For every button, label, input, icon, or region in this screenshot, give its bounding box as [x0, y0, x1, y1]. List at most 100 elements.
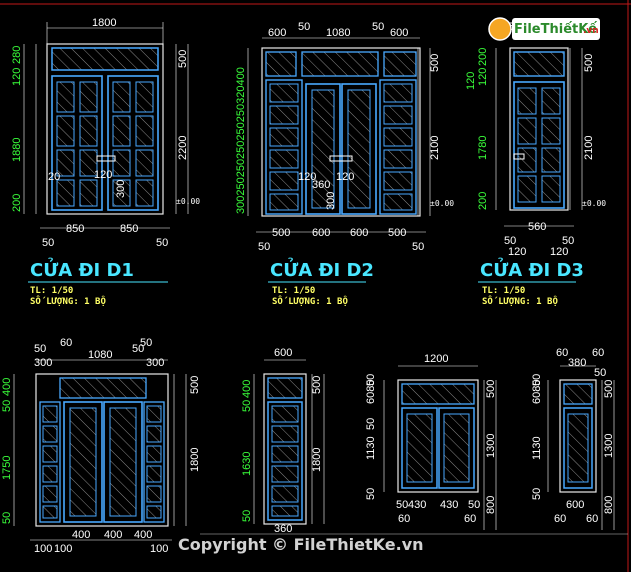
lower4-transom [563, 383, 593, 405]
door-d1-elevation: 1800 200 120 280 1880 500 2200 50 850 85… [11, 17, 200, 307]
site-logo: FileThiếtKế .vn [488, 17, 600, 41]
d1-leaf-left [51, 75, 103, 211]
d2-dim-top-4: 50 [372, 21, 384, 33]
d1-frame [46, 43, 164, 215]
lower4-frame [559, 379, 597, 493]
d1-handle [96, 155, 116, 162]
lower1-dim-bottom-1: 100 [34, 543, 52, 555]
d3-scale: TL: 1/50 [482, 286, 525, 296]
d2-level-mark: ±0.00 [430, 199, 454, 208]
d3-dim-left-3: 200 [477, 48, 489, 66]
lower3-dim-bottom-1: 50 [396, 499, 408, 511]
d2-dim-inner-1: 120 [298, 171, 316, 183]
logo-suffix: .vn [583, 26, 599, 36]
d1-glass-left [56, 81, 98, 207]
d1-dim-inner-2: 120 [94, 169, 112, 181]
lower1-dim-bottom-4: 400 [104, 529, 122, 541]
lower1-leaf-glass [69, 407, 137, 517]
lower4-glass [567, 413, 589, 483]
d1-dim-bottom-4: 50 [156, 237, 168, 249]
lower4-dim-bottom-3: 60 [586, 513, 598, 525]
watermark-text: Copyright © FileThietKe.vn [178, 535, 424, 554]
lower2-glass [271, 405, 299, 517]
d1-dim-bottom-3: 850 [120, 223, 138, 235]
d2-dim-bottom-3: 600 [312, 227, 330, 239]
lower4-sash [563, 407, 593, 489]
d1-title: CỬA ĐI D1 [30, 257, 134, 281]
lower1-dim-left-1: 400 [1, 378, 13, 396]
lower1-dim-bottom-6: 100 [150, 543, 168, 555]
logo-icon [488, 17, 512, 41]
d3-dim-bottom-3: 50 [562, 235, 574, 247]
lower1-dim-top-3: 1080 [88, 349, 112, 361]
d2-transom-right [383, 51, 417, 77]
lower3-dim-left-3: 50 [365, 418, 377, 430]
d2-frame [261, 47, 421, 217]
lower1-transom [59, 377, 147, 399]
lower1-dim-left-3: 1750 [1, 456, 13, 480]
lower-window-3-elevation: 1200 50 6080 50 1130 50 500 1300 800 50 … [365, 353, 497, 530]
d3-leaf [513, 81, 565, 209]
d1-leaf-right [107, 75, 159, 211]
lower3-dim-right-3: 800 [485, 496, 497, 514]
lower-window-4-elevation: 60 60 380 50 50 6080 1130 50 500 1300 80… [531, 347, 615, 530]
d2-transom-center [301, 51, 379, 77]
d2-handle [329, 155, 353, 162]
d2-dim-right-1: 500 [429, 54, 441, 72]
d2-dim-bottom-2: 500 [272, 227, 290, 239]
d1-dim-bottom-2: 850 [66, 223, 84, 235]
d2-dim-top-2: 50 [298, 21, 310, 33]
d3-dim-right-1: 500 [583, 54, 595, 72]
lower3-dim-left-1: 50 [365, 374, 377, 386]
lower3-dim-bottom-3: 430 [440, 499, 458, 511]
lower3-dim-left-2: 6080 [365, 380, 377, 404]
lower1-dim-bottom-5: 400 [134, 529, 152, 541]
d2-leaf-right [341, 83, 377, 215]
d1-dim-bottom-1: 50 [42, 237, 54, 249]
lower4-dim-right-2: 1300 [603, 434, 615, 458]
lower1-dim-left-4: 50 [1, 512, 13, 524]
d2-dim-left: 300250250250250250320400 [235, 67, 247, 214]
lower1-dim-top-1: 50 [34, 343, 46, 355]
lower1-dim-top-4: 50 [132, 343, 144, 355]
d1-quantity: SỐ LƯỢNG: 1 BỘ [30, 295, 106, 307]
lower1-dim-top-7: 300 [146, 357, 164, 369]
d2-side-left [265, 79, 303, 215]
d2-quantity: SỐ LƯỢNG: 1 BỘ [272, 295, 348, 307]
d3-dim-left-5: 1780 [477, 136, 489, 160]
lower1-leaf-right [103, 401, 143, 523]
lower3-glass [406, 413, 470, 483]
lower3-transom [401, 383, 475, 405]
d1-dim-left-3: 280 [11, 46, 23, 64]
lower2-dim-left-4: 50 [241, 510, 253, 522]
d3-glass [517, 87, 561, 203]
d2-dim-bottom-4: 600 [350, 227, 368, 239]
lower2-dim-top: 600 [274, 347, 292, 359]
lower4-dim-left-1: 50 [531, 374, 543, 386]
d1-transom [51, 47, 159, 71]
lower3-sash-left [401, 407, 438, 489]
lower3-dim-top: 1200 [424, 353, 448, 365]
d2-dim-top-1: 600 [268, 27, 286, 39]
d1-scale: TL: 1/50 [30, 286, 73, 296]
logo-banner [512, 18, 600, 40]
d2-dim-top-5: 600 [390, 27, 408, 39]
lower1-side-right [143, 401, 165, 523]
d3-handle [513, 153, 525, 160]
lower1-dim-top-2: 60 [60, 337, 72, 349]
d3-dim-left-1: 200 [477, 192, 489, 210]
door-d2-elevation: 600 50 1080 50 600 300250250250250250320… [235, 21, 454, 307]
d2-dim-bottom-5: 500 [388, 227, 406, 239]
lower1-dim-bottom-3: 400 [72, 529, 90, 541]
lower2-dim-left-1: 400 [241, 380, 253, 398]
lower1-dim-right-1: 500 [189, 376, 201, 394]
lower3-dim-bottom-5: 60 [398, 513, 410, 525]
d3-dim-bottom-5: 120 [550, 246, 568, 258]
door-d3-elevation: 50 50 200 120 200 120 1780 500 2100 50 5… [465, 21, 606, 307]
d2-side-glass [269, 83, 413, 211]
lower3-dim-left-4: 1130 [365, 436, 377, 460]
lower2-dim-right-2: 1800 [311, 448, 323, 472]
d1-dim-left-1: 200 [11, 194, 23, 212]
lower3-sash-right [438, 407, 475, 489]
